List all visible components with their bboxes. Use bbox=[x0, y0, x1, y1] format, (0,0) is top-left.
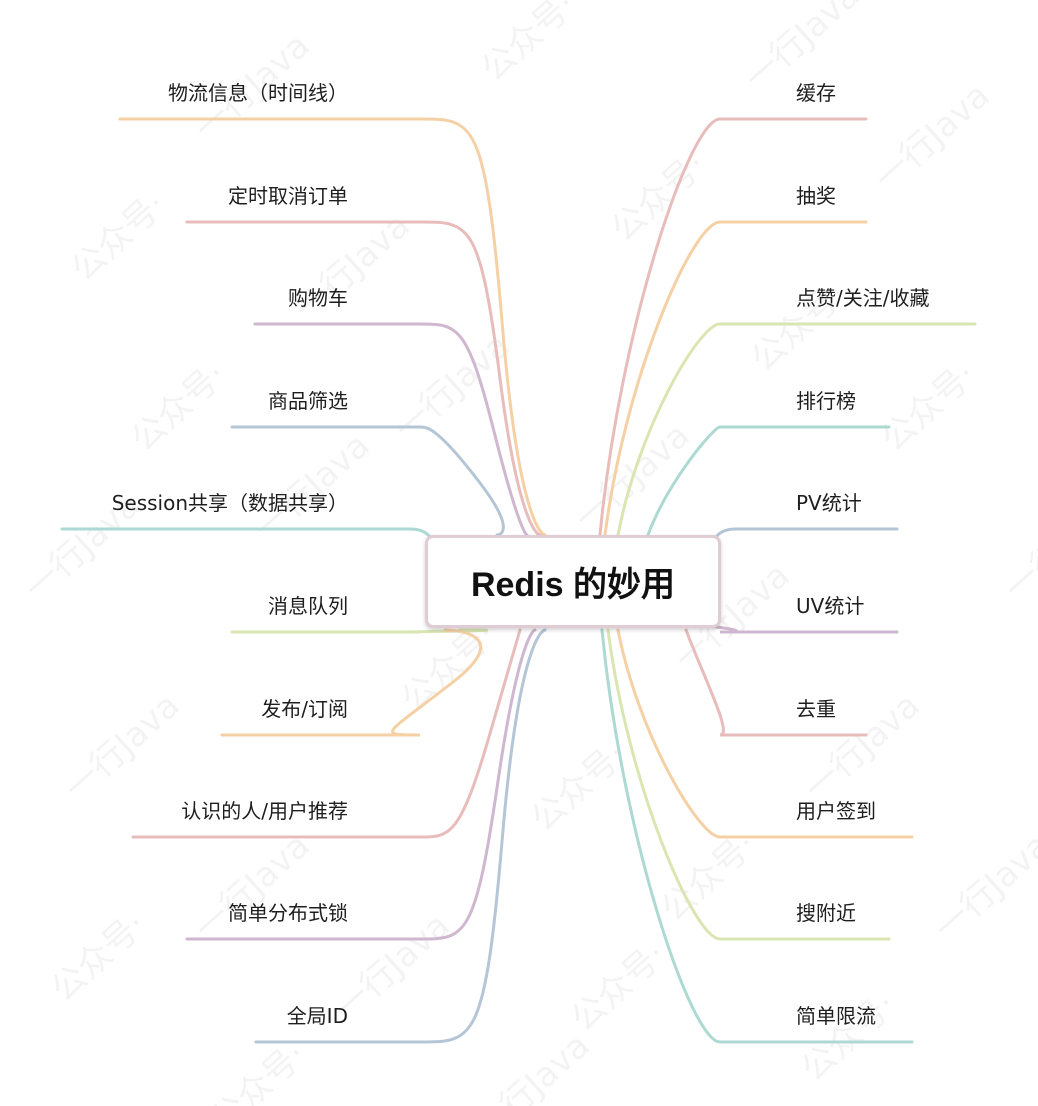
left-link-9 bbox=[185, 628, 537, 941]
left-link-1 bbox=[118, 117, 547, 537]
right-branch-label-8[interactable]: 用户签到 bbox=[796, 799, 876, 823]
right-link-2 bbox=[603, 220, 868, 537]
right-link-5 bbox=[714, 527, 899, 539]
right-link-10 bbox=[600, 628, 914, 1044]
left-branch-label-7[interactable]: 发布/订阅 bbox=[261, 697, 348, 721]
right-branch-label-5[interactable]: PV统计 bbox=[796, 491, 862, 515]
right-link-9 bbox=[606, 628, 891, 941]
left-link-5 bbox=[60, 527, 432, 539]
right-branch-label-4[interactable]: 排行榜 bbox=[796, 389, 856, 413]
left-link-2 bbox=[185, 220, 542, 537]
right-branch-label-2[interactable]: 抽奖 bbox=[796, 184, 836, 208]
right-branch-label-3[interactable]: 点赞/关注/收藏 bbox=[796, 286, 930, 310]
left-link-8 bbox=[131, 628, 522, 839]
right-link-8 bbox=[616, 628, 914, 839]
left-branch-label-1[interactable]: 物流信息（时间线） bbox=[168, 81, 348, 105]
left-link-7 bbox=[220, 628, 483, 737]
right-branch-label-6[interactable]: UV统计 bbox=[796, 594, 865, 618]
left-link-10 bbox=[254, 628, 547, 1044]
left-branch-label-3[interactable]: 购物车 bbox=[288, 286, 348, 310]
left-branch-label-5[interactable]: Session共享（数据共享） bbox=[111, 491, 348, 515]
right-link-3 bbox=[616, 322, 977, 537]
root-node[interactable]: Redis 的妙用 bbox=[425, 535, 721, 628]
root-node-title: Redis 的妙用 bbox=[470, 566, 676, 604]
right-branch-label-7[interactable]: 去重 bbox=[796, 697, 836, 721]
right-branch-label-1[interactable]: 缓存 bbox=[796, 81, 836, 105]
right-branch-label-9[interactable]: 搜附近 bbox=[796, 901, 856, 925]
right-link-6 bbox=[714, 625, 899, 634]
left-branch-label-2[interactable]: 定时取消订单 bbox=[228, 184, 348, 208]
right-link-1 bbox=[598, 117, 868, 537]
left-link-4 bbox=[230, 425, 505, 537]
left-branch-label-10[interactable]: 全局ID bbox=[286, 1004, 348, 1028]
right-branch-label-10[interactable]: 简单限流 bbox=[796, 1004, 876, 1028]
left-branch-label-4[interactable]: 商品筛选 bbox=[268, 389, 348, 413]
right-link-4 bbox=[646, 425, 891, 537]
left-link-3 bbox=[253, 322, 529, 537]
left-branch-label-9[interactable]: 简单分布式锁 bbox=[228, 901, 348, 925]
right-link-7 bbox=[684, 628, 868, 737]
left-branch-label-8[interactable]: 认识的人/用户推荐 bbox=[181, 799, 348, 823]
left-branch-label-6[interactable]: 消息队列 bbox=[268, 594, 348, 618]
